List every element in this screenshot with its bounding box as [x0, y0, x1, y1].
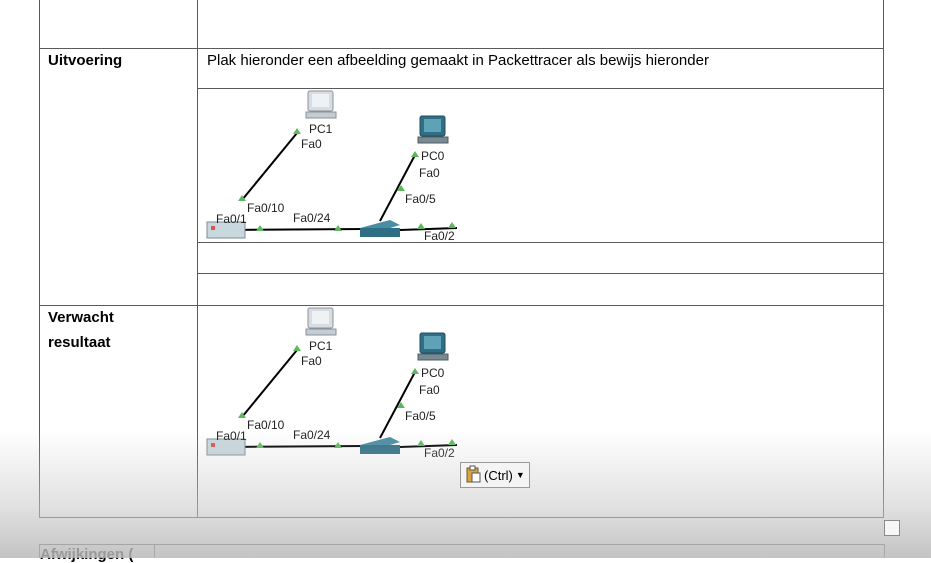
- svg-text:Fa0: Fa0: [419, 383, 440, 397]
- pc1-icon: [305, 307, 337, 336]
- svg-text:Fa0/5: Fa0/5: [405, 192, 436, 206]
- packet-tracer-screenshot[interactable]: PC1 Fa0 PC0 Fa0 Fa0/5 Fa0/10 Fa0/1 Fa0/2…: [205, 305, 460, 460]
- paste-options-label: (Ctrl): [484, 467, 513, 483]
- svg-text:PC0: PC0: [421, 366, 445, 380]
- pc1-icon: [305, 90, 337, 119]
- table-row-line: [39, 305, 884, 306]
- bottom-shade: [0, 430, 931, 558]
- svg-text:Fa0/2: Fa0/2: [424, 446, 455, 457]
- svg-text:Fa0/1: Fa0/1: [216, 212, 247, 226]
- row-label-uitvoering: Uitvoering: [48, 52, 123, 69]
- svg-text:Fa0/24: Fa0/24: [293, 211, 331, 225]
- svg-text:PC0: PC0: [421, 149, 445, 163]
- svg-text:Fa0/24: Fa0/24: [293, 428, 331, 442]
- paste-options-button[interactable]: (Ctrl) ▼: [460, 462, 530, 488]
- table-row-line: [39, 517, 884, 518]
- table-row-line: [39, 48, 884, 49]
- svg-text:Fa0: Fa0: [301, 137, 322, 151]
- svg-text:Fa0/2: Fa0/2: [424, 229, 455, 240]
- switch-right-icon: [360, 220, 400, 237]
- svg-text:PC1: PC1: [309, 122, 333, 136]
- svg-text:PC1: PC1: [309, 339, 333, 353]
- table-border-left: [39, 0, 40, 518]
- table-border-right: [884, 544, 885, 558]
- instruction-text[interactable]: Plak hieronder een afbeelding gemaakt in…: [207, 52, 709, 69]
- pc0-icon: [417, 115, 449, 144]
- svg-text:Fa0/1: Fa0/1: [216, 429, 247, 443]
- table-row-line: [197, 273, 884, 274]
- svg-text:Fa0: Fa0: [301, 354, 322, 368]
- packet-tracer-screenshot[interactable]: PC1 Fa0 PC0 Fa0 Fa0/5 Fa0/10 Fa0/1 Fa0/2…: [205, 88, 460, 243]
- table-row-line: [197, 88, 884, 89]
- row-label-afwijkingen: Afwijkingen (: [40, 546, 134, 563]
- svg-text:Fa0: Fa0: [419, 166, 440, 180]
- resize-handle-icon[interactable]: [884, 520, 900, 536]
- svg-text:Fa0/5: Fa0/5: [405, 409, 436, 423]
- row-label-resultaat: resultaat: [48, 334, 111, 351]
- table-divider-vertical: [197, 0, 198, 518]
- switch-right-icon: [360, 437, 400, 454]
- table-row-line: [39, 544, 885, 545]
- clipboard-icon: [465, 465, 481, 486]
- table-row-line: [197, 242, 884, 243]
- switch-left-icon: [206, 221, 246, 239]
- dropdown-arrow-icon: ▼: [515, 470, 525, 480]
- pc0-icon: [417, 332, 449, 361]
- svg-text:Fa0/10: Fa0/10: [247, 418, 285, 432]
- table-divider-vertical: [154, 544, 155, 558]
- table-border-right: [883, 0, 884, 518]
- row-label-verwacht: Verwacht: [48, 309, 114, 326]
- svg-text:Fa0/10: Fa0/10: [247, 201, 285, 215]
